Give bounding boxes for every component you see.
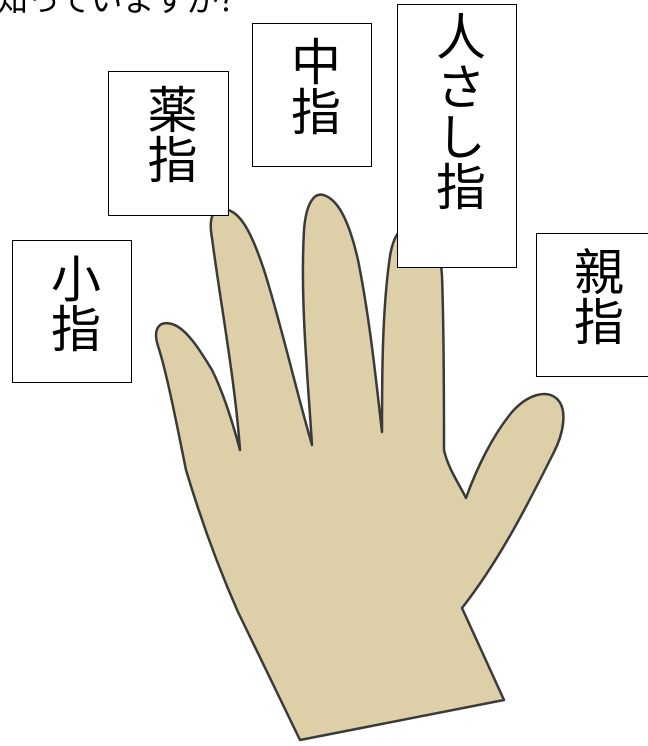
label-box-pinky: 小指: [12, 240, 132, 383]
label-index: 人さし指: [428, 11, 486, 211]
question-heading: 知っていますか？: [0, 0, 251, 19]
label-box-middle: 中指: [252, 23, 372, 167]
label-ring: 薬指: [139, 84, 198, 184]
label-box-ring: 薬指: [108, 71, 229, 216]
label-thumb: 親指: [566, 246, 624, 346]
label-box-index: 人さし指: [397, 4, 517, 268]
label-pinky: 小指: [43, 253, 101, 353]
hand-shape: [154, 193, 565, 742]
label-box-thumb: 親指: [536, 233, 648, 377]
label-middle: 中指: [283, 36, 341, 136]
